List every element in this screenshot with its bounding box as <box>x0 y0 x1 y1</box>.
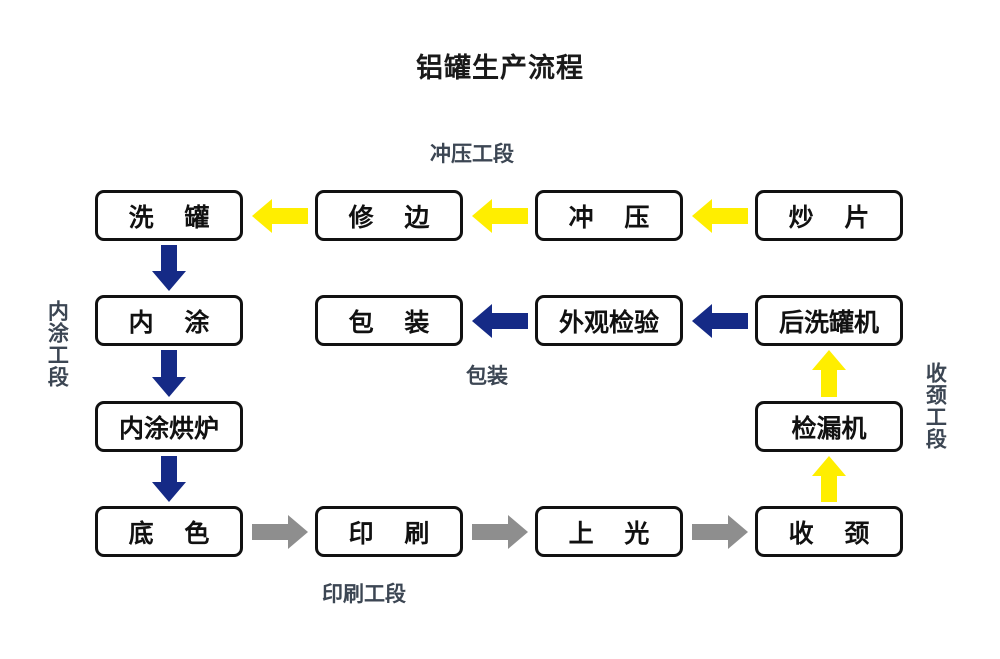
node-inner-coating-oven[interactable]: 内涂烘炉 <box>95 401 243 452</box>
stage-label-stamping: 冲压工段 <box>430 142 514 166</box>
arrow-trimming-to-can-washer <box>252 198 308 234</box>
arrow-base-coat-to-printing <box>252 514 308 550</box>
arrow-cupping-to-stamping <box>692 198 748 234</box>
stage-label-printing: 印刷工段 <box>322 582 406 606</box>
arrow-inspection-to-packaging <box>472 303 528 339</box>
arrow-can-washer-to-inner-coating <box>151 245 187 291</box>
node-cupping[interactable]: 炒 片 <box>755 190 903 241</box>
arrow-varnishing-to-necking <box>692 514 748 550</box>
arrow-inner-coating-to-oven <box>151 350 187 397</box>
arrow-stamping-to-trimming <box>472 198 528 234</box>
node-stamping[interactable]: 冲 压 <box>535 190 683 241</box>
node-base-coat[interactable]: 底 色 <box>95 506 243 557</box>
node-necking[interactable]: 收 颈 <box>755 506 903 557</box>
arrow-printing-to-varnishing <box>472 514 528 550</box>
node-trimming[interactable]: 修 边 <box>315 190 463 241</box>
node-leak-detector[interactable]: 检漏机 <box>755 401 903 452</box>
stage-label-inner-coating: 内涂工段 <box>45 300 70 388</box>
node-varnishing[interactable]: 上 光 <box>535 506 683 557</box>
arrow-post-washer-to-inspection <box>692 303 748 339</box>
node-printing[interactable]: 印 刷 <box>315 506 463 557</box>
node-can-washer[interactable]: 洗 罐 <box>95 190 243 241</box>
node-post-can-washer[interactable]: 后洗罐机 <box>755 295 903 346</box>
arrow-oven-to-base-coat <box>151 456 187 502</box>
stage-label-packaging: 包装 <box>466 364 508 388</box>
arrow-necking-to-leak-detector <box>811 456 847 502</box>
page-title: 铝罐生产流程 <box>416 53 584 84</box>
stage-label-necking: 收颈工段 <box>923 362 948 450</box>
arrow-leak-detector-to-post-washer <box>811 350 847 397</box>
node-packaging[interactable]: 包 装 <box>315 295 463 346</box>
node-inner-coating[interactable]: 内 涂 <box>95 295 243 346</box>
node-appearance-inspection[interactable]: 外观检验 <box>535 295 683 346</box>
